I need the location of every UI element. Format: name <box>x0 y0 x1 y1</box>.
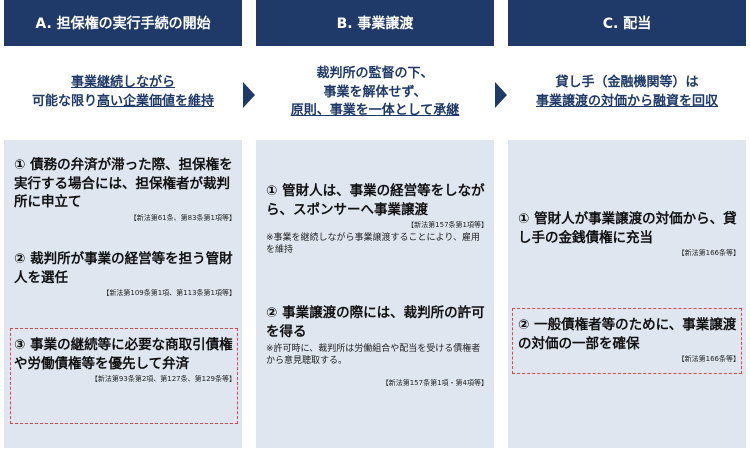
column-c: C. 配当 貸し手（金融機関等）は 事業譲渡の対価から融資を回収 ① 管財人が事… <box>508 0 746 460</box>
column-a-summary-line2-a: 可能な限り <box>31 94 97 109</box>
column-a-item-3-title: ③ 事業の継続等に必要な商取引債権や労働債権等を優先して弁済 <box>14 337 233 372</box>
column-b-item-2-note: ※許可時に、裁判所は労働組合や配当を受ける債権者から意見聴取する。 <box>266 344 481 367</box>
column-b-item-1-note: ※事業を継続しながら事業譲渡することにより、雇用を維持 <box>266 233 481 256</box>
column-b-item-2-title: ② 事業譲渡の際には、裁判所の許可を得る <box>266 305 485 340</box>
column-a-item-2-ref: 【新法第109条第1項、第113条第1項等】 <box>102 289 236 298</box>
arrow-right-icon <box>243 82 255 108</box>
column-b-summary-line1: 裁判所の監督の下、 <box>316 65 434 81</box>
column-c-item-1-title: ① 管財人が事業譲渡の対価から、貸し手の金銭債権に充当 <box>518 211 737 246</box>
column-b-body: ① 管財人は、事業の経営等をしながら、スポンサーへ事業譲渡 【新法第157条第1… <box>256 140 494 448</box>
column-a: A. 担保権の実行手続の開始 事業継続しながら 可能な限り高い企業価値を維持 ①… <box>4 0 242 460</box>
column-b-summary: 裁判所の監督の下、 事業を解体せず、 原則、事業を一体として承継 <box>256 52 494 134</box>
column-c-item-1-ref: 【新法第166条等】 <box>677 249 740 258</box>
column-c-highlight-box <box>512 308 742 374</box>
column-b-item-1-ref: 【新法第157条第1項等】 <box>407 221 488 230</box>
column-a-item-3-ref: 【新法第93条第2項、第127条、第129条等】 <box>90 375 236 384</box>
column-b-item-2: ② 事業譲渡の際には、裁判所の許可を得る ※許可時に、裁判所は労働組合や配当を受… <box>266 304 488 388</box>
column-a-item-1: ① 債務の弁済が滞った際、担保権を実行する場合には、担保権者が裁判所に申立て 【… <box>14 156 236 223</box>
column-b-item-2-ref: 【新法第157条第1項・第4項等】 <box>381 378 488 387</box>
column-c-body: ① 管財人が事業譲渡の対価から、貸し手の金銭債権に充当 【新法第166条等】 ②… <box>508 140 746 448</box>
column-a-item-1-title: ① 債務の弁済が滞った際、担保権を実行する場合には、担保権者が裁判所に申立て <box>14 157 233 211</box>
column-c-summary-line1: 貸し手（金融機関等）は <box>555 75 699 91</box>
column-a-item-3: ③ 事業の継続等に必要な商取引債権や労働債権等を優先して弁済 【新法第93条第2… <box>14 336 236 384</box>
column-c-item-2-title: ② 一般債権者等のために、事業譲渡の対価の一部を確保 <box>518 317 737 352</box>
column-c-item-2: ② 一般債権者等のために、事業譲渡の対価の一部を確保 【新法第166条等】 <box>518 316 740 364</box>
column-b-item-1-title: ① 管財人は、事業の経営等をしながら、スポンサーへ事業譲渡 <box>266 183 485 218</box>
column-c-item-2-ref: 【新法第166条等】 <box>677 355 740 364</box>
column-a-summary: 事業継続しながら 可能な限り高い企業価値を維持 <box>4 52 242 134</box>
column-b-summary-line2: 事業を解体せず、 <box>323 84 427 100</box>
column-c-summary-line2-a: 事業譲渡の対価 <box>535 94 627 109</box>
column-c-summary-line2: 事業譲渡の対価から融資を回収 <box>536 93 718 112</box>
column-a-highlight-box <box>10 328 238 424</box>
column-a-summary-line2: 可能な限り高い企業価値を維持 <box>32 93 214 112</box>
column-a-summary-line2-b: 高い企業価値を維持 <box>97 94 215 109</box>
arrow-right-icon <box>495 82 507 108</box>
column-c-summary: 貸し手（金融機関等）は 事業譲渡の対価から融資を回収 <box>508 52 746 134</box>
column-c-item-1: ① 管財人が事業譲渡の対価から、貸し手の金銭債権に充当 【新法第166条等】 <box>518 210 740 258</box>
column-c-header: C. 配当 <box>508 0 746 46</box>
column-a-summary-line1: 事業継続しながら <box>70 75 175 91</box>
column-b-summary-line3: 原則、事業を一体として承継 <box>290 103 460 119</box>
column-b-item-1: ① 管財人は、事業の経営等をしながら、スポンサーへ事業譲渡 【新法第157条第1… <box>266 182 488 257</box>
column-a-item-1-ref: 【新法第61条、第83条第1項等】 <box>129 213 236 222</box>
column-a-header: A. 担保権の実行手続の開始 <box>4 0 242 46</box>
column-b: B. 事業譲渡 裁判所の監督の下、 事業を解体せず、 原則、事業を一体として承継… <box>256 0 494 460</box>
column-b-header: B. 事業譲渡 <box>256 0 494 46</box>
column-a-item-2-title: ② 裁判所が事業の経営等を担う管財人を選任 <box>14 251 233 286</box>
column-a-body: ① 債務の弁済が滞った際、担保権を実行する場合には、担保権者が裁判所に申立て 【… <box>4 140 242 448</box>
column-c-summary-line2-b: から融資を回収 <box>627 94 719 109</box>
column-a-item-2: ② 裁判所が事業の経営等を担う管財人を選任 【新法第109条第1項、第113条第… <box>14 250 236 298</box>
